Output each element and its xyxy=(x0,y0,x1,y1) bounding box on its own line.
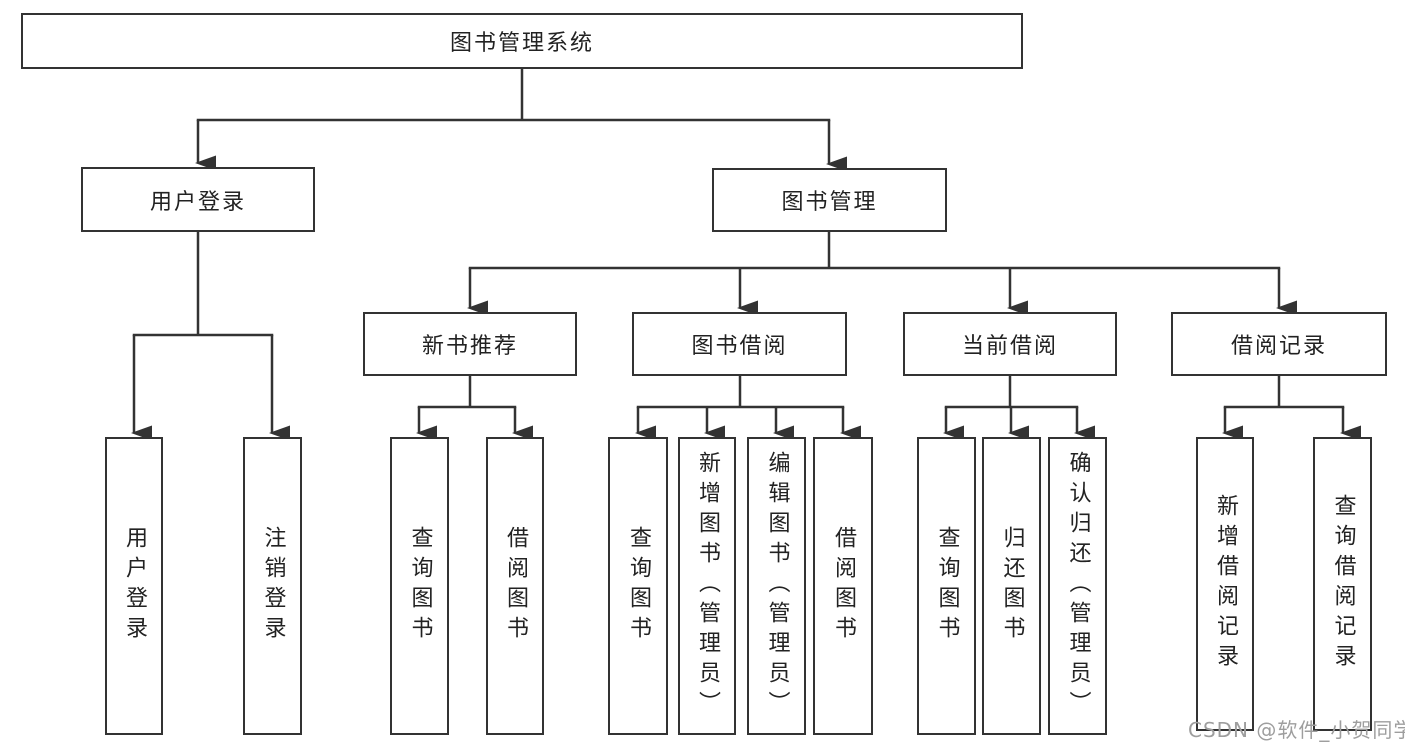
node-borrow-books-leaf: 借阅图书 xyxy=(813,437,873,735)
node-edit-book-admin: 编辑图书（管理员） xyxy=(747,437,806,735)
node-borrow-books-recommend: 借阅图书 xyxy=(486,437,544,735)
node-borrow-records: 借阅记录 xyxy=(1171,312,1387,376)
node-library-system: 图书管理系统 xyxy=(21,13,1023,69)
node-label: 查询图书 xyxy=(934,526,960,646)
node-confirm-return-admin: 确认归还（管理员） xyxy=(1048,437,1107,735)
node-user-login: 用户登录 xyxy=(81,167,315,232)
node-label: 当前借阅 xyxy=(961,334,1058,359)
node-label: 归还图书 xyxy=(999,526,1025,646)
node-current-borrow: 当前借阅 xyxy=(903,312,1117,376)
node-label: 新增图书（管理员） xyxy=(695,451,720,721)
watermark-text: CSDN @软件_小贺同学 xyxy=(1188,718,1405,742)
node-label: 查询图书 xyxy=(626,526,651,646)
node-label: 用户登录 xyxy=(122,526,147,646)
node-new-book-recommend: 新书推荐 xyxy=(363,312,577,376)
node-query-books-recommend: 查询图书 xyxy=(390,437,449,735)
node-label: 查询图书 xyxy=(407,526,433,646)
node-label: 查询借阅记录 xyxy=(1330,494,1356,674)
node-label: 注销登录 xyxy=(260,526,286,646)
node-add-borrow-record: 新增借阅记录 xyxy=(1196,437,1254,731)
node-label: 新增借阅记录 xyxy=(1213,494,1238,674)
node-label: 图书管理系统 xyxy=(449,31,594,56)
node-book-management: 图书管理 xyxy=(712,168,947,232)
node-user-login-leaf: 用户登录 xyxy=(105,437,163,735)
node-return-books: 归还图书 xyxy=(982,437,1041,735)
node-label: 借阅图书 xyxy=(831,526,856,646)
node-label: 新书推荐 xyxy=(421,334,518,359)
node-label: 用户登录 xyxy=(149,189,246,215)
node-label: 确认归还（管理员） xyxy=(1065,451,1091,721)
node-label: 图书借阅 xyxy=(691,334,788,359)
node-label: 图书管理 xyxy=(781,190,878,215)
node-label: 借阅图书 xyxy=(503,526,528,646)
node-logout: 注销登录 xyxy=(243,437,302,735)
node-query-books-current: 查询图书 xyxy=(917,437,976,735)
node-add-book-admin: 新增图书（管理员） xyxy=(678,437,736,735)
node-query-books-borrow: 查询图书 xyxy=(608,437,668,735)
node-label: 借阅记录 xyxy=(1230,334,1327,359)
node-label: 编辑图书（管理员） xyxy=(764,451,790,721)
node-query-borrow-record: 查询借阅记录 xyxy=(1313,437,1372,731)
node-book-borrow: 图书借阅 xyxy=(632,312,847,376)
